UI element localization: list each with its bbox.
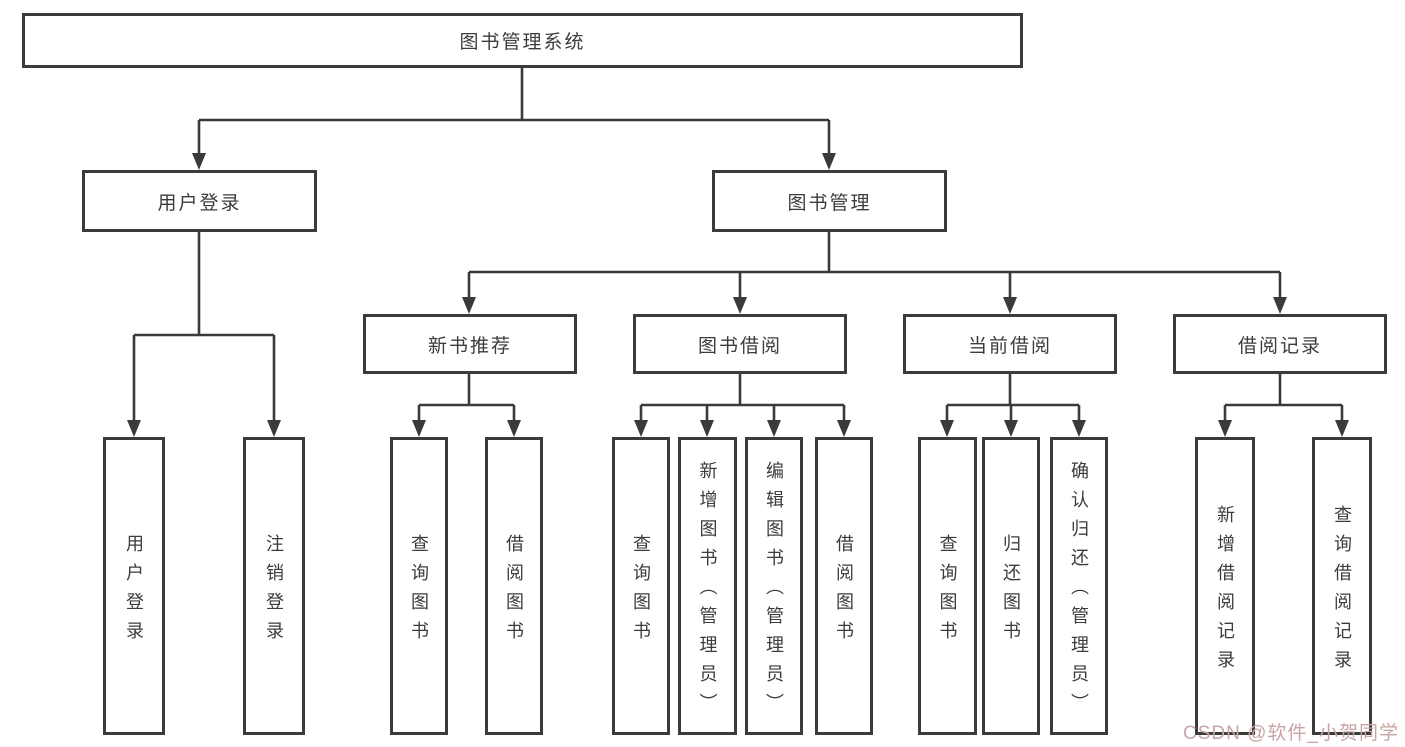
node-user-login: 用户登录 — [82, 170, 317, 232]
node-current-borrowing: 当前借阅 — [903, 314, 1117, 374]
leaf-confirm-return-admin: 确认归还（管理员） — [1050, 437, 1108, 735]
node-label: 用户登录 — [157, 192, 242, 214]
leaf-logout: 注销登录 — [243, 437, 305, 735]
leaf-borrow-books-recommend: 借阅图书 — [485, 437, 543, 735]
leaf-query-books-borrowing: 查询图书 — [612, 437, 670, 735]
node-new-book-recommend: 新书推荐 — [363, 314, 577, 374]
node-label: 查询图书 — [937, 533, 958, 650]
node-label: 借阅图书 — [834, 533, 854, 650]
node-label: 确认归还（管理员） — [1069, 461, 1089, 722]
node-label: 图书管理系统 — [459, 32, 586, 53]
node-label: 新书推荐 — [427, 335, 512, 357]
node-label: 借阅记录 — [1237, 335, 1322, 357]
leaf-add-books-admin: 新增图书（管理员） — [678, 437, 737, 735]
leaf-borrow-books: 借阅图书 — [815, 437, 873, 735]
node-label: 查询图书 — [409, 533, 429, 650]
leaf-query-books-current: 查询图书 — [918, 437, 977, 735]
node-root-library-system: 图书管理系统 — [22, 13, 1023, 68]
node-label: 新增图书（管理员） — [697, 461, 718, 722]
node-label: 当前借阅 — [967, 335, 1052, 357]
leaf-query-borrow-record: 查询借阅记录 — [1312, 437, 1372, 735]
node-label: 编辑图书（管理员） — [764, 461, 784, 722]
node-borrow-records: 借阅记录 — [1173, 314, 1387, 374]
node-label: 借阅图书 — [504, 533, 524, 650]
node-label: 用户登录 — [124, 533, 144, 650]
node-book-borrowing: 图书借阅 — [633, 314, 847, 374]
node-label: 图书管理 — [787, 192, 872, 214]
leaf-query-books-recommend: 查询图书 — [390, 437, 448, 735]
leaf-edit-books-admin: 编辑图书（管理员） — [745, 437, 803, 735]
node-label: 查询图书 — [631, 533, 651, 650]
leaf-user-login: 用户登录 — [103, 437, 165, 735]
leaf-add-borrow-record: 新增借阅记录 — [1195, 437, 1255, 735]
node-label: 查询借阅记录 — [1332, 504, 1352, 679]
node-book-management: 图书管理 — [712, 170, 947, 232]
node-label: 归还图书 — [1001, 533, 1021, 650]
node-label: 图书借阅 — [697, 335, 782, 357]
node-label: 新增借阅记录 — [1215, 504, 1235, 679]
leaf-return-books: 归还图书 — [982, 437, 1040, 735]
node-label: 注销登录 — [264, 533, 284, 650]
